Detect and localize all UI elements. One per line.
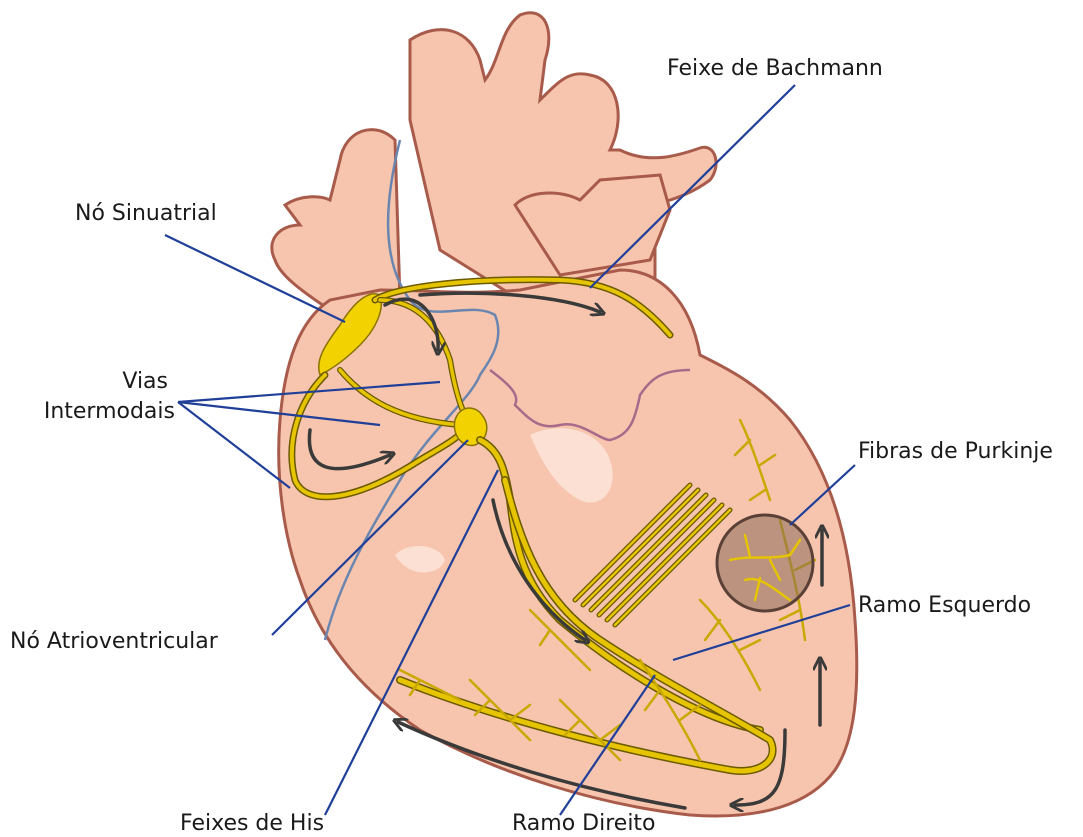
vena-cava-shape [272,130,400,310]
leader-internodal-3 [178,402,290,488]
purkinje-zoom-circle [717,515,813,611]
label-sa-node: Nó Sinuatrial [75,201,217,226]
label-his: Feixes de His [180,811,324,836]
label-left-branch: Ramo Esquerdo [858,593,1031,618]
label-right-branch: Ramo Direito [512,811,656,836]
great-vessels [272,13,716,310]
label-internodal-line2: Intermodais [44,399,175,424]
label-bachmann: Feixe de Bachmann [667,56,883,81]
label-av-node: Nó Atrioventricular [10,629,219,654]
label-internodal-line1: Vias [122,369,168,394]
label-purkinje: Fibras de Purkinje [858,439,1053,464]
